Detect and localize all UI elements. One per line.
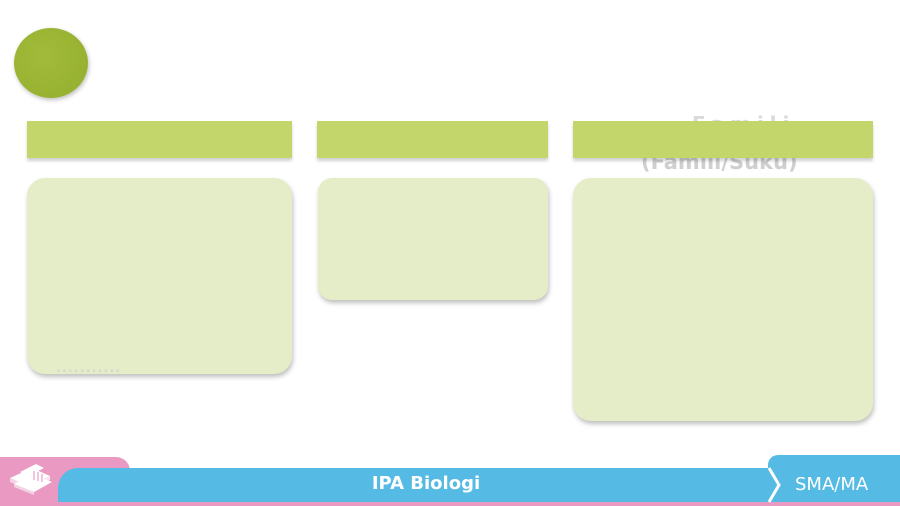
column-header-bar-2 [317, 121, 548, 158]
column-header-bar-3 [573, 121, 873, 158]
footer-subject-title: IPA Biologi [371, 473, 481, 494]
books-icon [10, 464, 52, 495]
chevron-right-icon [767, 467, 781, 503]
faded-caption-text: ........... [56, 361, 122, 376]
column-header-bar-1 [27, 121, 292, 158]
footer-blue-bar [58, 468, 900, 502]
footer-level-tab [768, 455, 900, 502]
content-panel-2 [318, 178, 548, 300]
content-panel-1 [27, 178, 292, 374]
footer-pink-strip [0, 499, 900, 506]
content-panel-3 [573, 178, 873, 421]
footer-level-label: SMA/MA [795, 474, 869, 495]
decorative-circle-icon [14, 28, 88, 98]
